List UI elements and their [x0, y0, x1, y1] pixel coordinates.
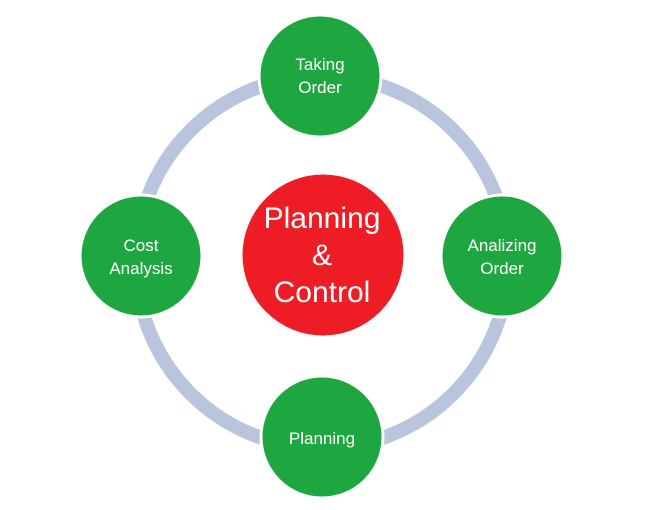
center-label-line-3: Control — [274, 276, 371, 309]
node-label-analizing-order-line-2: Order — [480, 259, 524, 278]
node-circle-cost-analysis — [78, 193, 204, 319]
node-analizing-order: Analizing Order — [439, 193, 565, 319]
node-circle-taking-order — [257, 13, 383, 139]
node-label-cost-analysis-line-2: Analysis — [109, 259, 172, 278]
node-label-taking-order-line-1: Taking — [295, 55, 344, 74]
node-circle-analizing-order — [439, 193, 565, 319]
node-taking-order: Taking Order — [257, 13, 383, 139]
node-label-cost-analysis-line-1: Cost — [124, 236, 159, 255]
center-circle — [239, 171, 407, 339]
node-label-taking-order-line-2: Order — [298, 78, 342, 97]
center-node-planning-control: Planning & Control — [239, 171, 407, 339]
node-circle-planning — [259, 374, 385, 500]
center-label-line-2: & — [312, 239, 332, 272]
center-label-line-1: Planning — [264, 202, 381, 235]
node-cost-analysis: Cost Analysis — [78, 193, 204, 319]
node-label-planning: Planning — [289, 429, 355, 448]
node-planning: Planning — [259, 374, 385, 500]
node-label-analizing-order-line-1: Analizing — [468, 236, 537, 255]
